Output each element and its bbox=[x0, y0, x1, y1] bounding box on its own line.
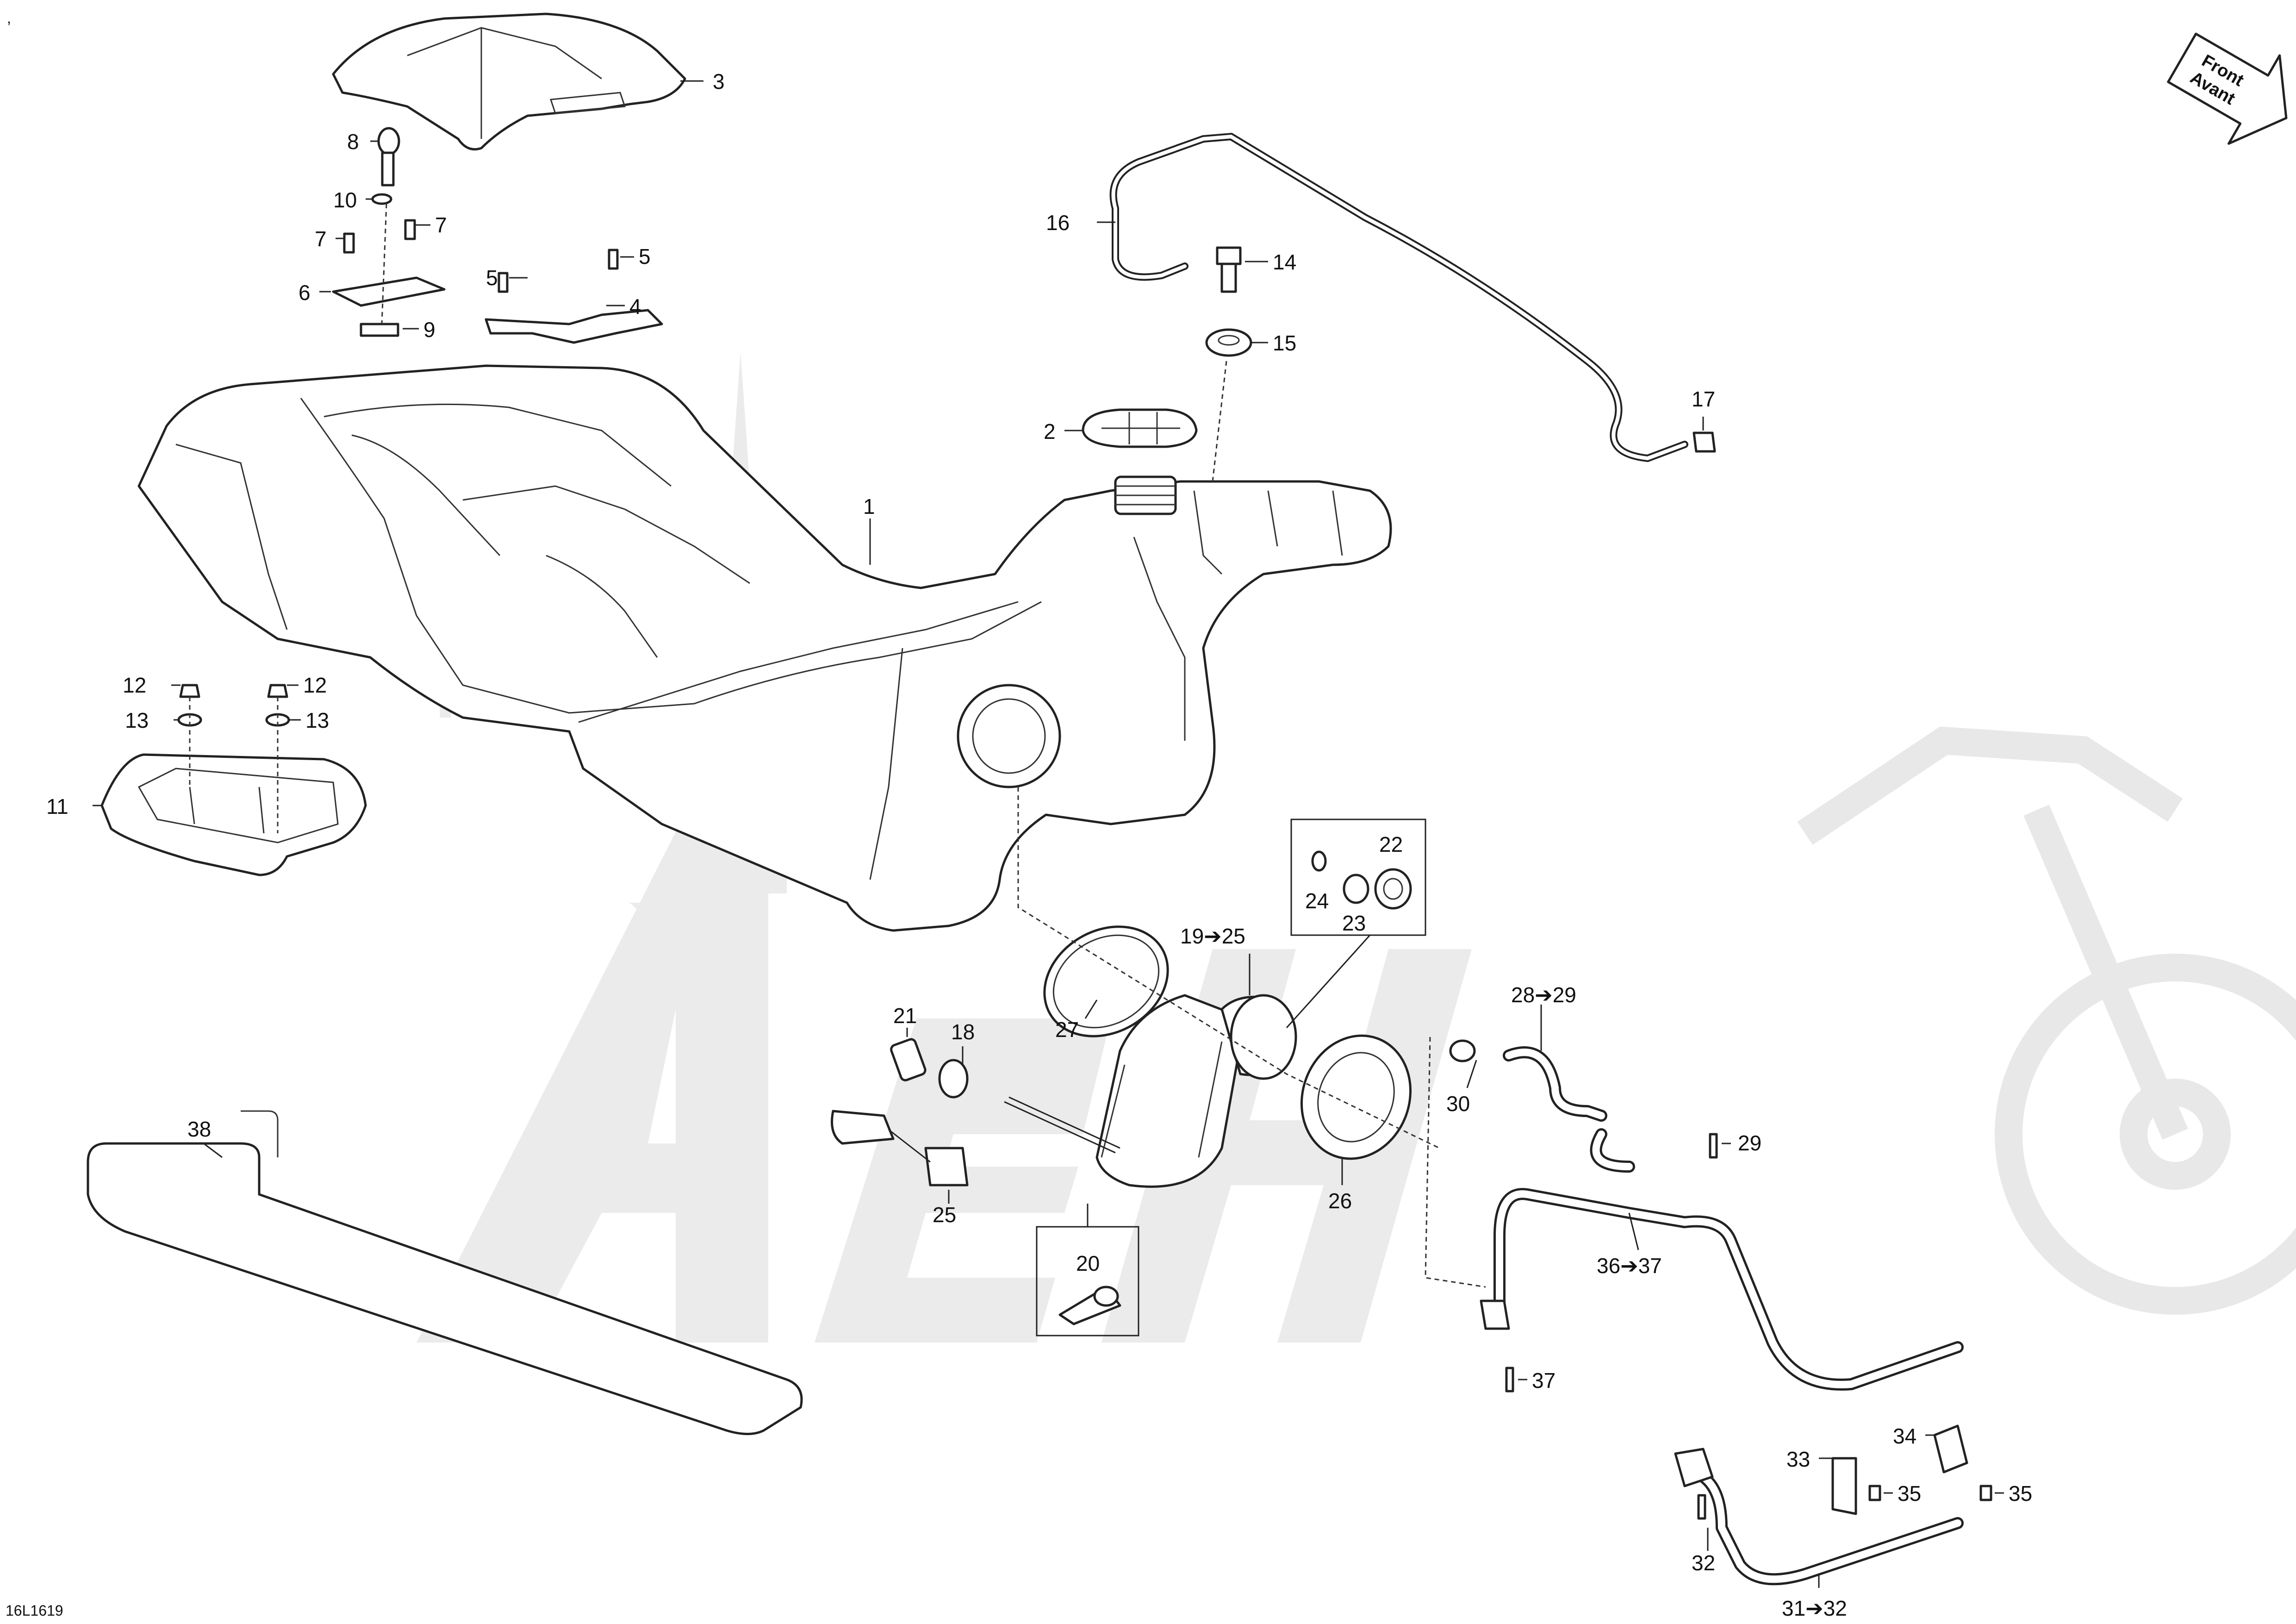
fuel-tank bbox=[137, 364, 1392, 932]
callout-32: 32 bbox=[1692, 1551, 1715, 1575]
filter-box bbox=[1036, 1204, 1139, 1337]
callout-1: 1 bbox=[863, 494, 875, 518]
callout-35a: 35 bbox=[1898, 1481, 1921, 1505]
callout-12b: 12 bbox=[303, 673, 327, 697]
leader-lines bbox=[93, 80, 2004, 1588]
callout-12a: 12 bbox=[123, 673, 146, 697]
callout-10: 10 bbox=[333, 188, 357, 212]
callout-37: 37 bbox=[1532, 1368, 1556, 1393]
callout-36-37: 36➔37 bbox=[1597, 1254, 1662, 1278]
callout-14: 14 bbox=[1273, 250, 1296, 274]
callout-13a: 13 bbox=[125, 708, 149, 732]
vent-system bbox=[1109, 132, 1716, 482]
callout-34: 34 bbox=[1893, 1424, 1916, 1448]
fuel-pump-module bbox=[831, 787, 1440, 1188]
callout-27: 27 bbox=[1055, 1018, 1079, 1042]
callout-9: 9 bbox=[423, 318, 436, 342]
hardware-left bbox=[177, 127, 663, 727]
corner-mark: , bbox=[7, 10, 11, 26]
callout-7a: 7 bbox=[315, 227, 327, 251]
callout-8: 8 bbox=[347, 130, 359, 154]
callout-30: 30 bbox=[1446, 1092, 1470, 1116]
callout-20: 20 bbox=[1076, 1251, 1100, 1275]
callout-15: 15 bbox=[1273, 331, 1296, 355]
callout-26: 26 bbox=[1328, 1189, 1352, 1213]
callout-35b: 35 bbox=[2009, 1481, 2032, 1505]
callout-5a: 5 bbox=[486, 266, 498, 290]
fuel-lines bbox=[1425, 1037, 1992, 1586]
fuel-cap bbox=[1082, 408, 1198, 448]
callout-6: 6 bbox=[299, 281, 311, 305]
callout-29: 29 bbox=[1738, 1131, 1761, 1155]
callout-4: 4 bbox=[629, 294, 641, 319]
figure-id: 16L1619 bbox=[6, 1602, 63, 1619]
front-arrow: Front Avant bbox=[2167, 32, 2288, 145]
callout-5b: 5 bbox=[639, 244, 651, 269]
seal-kit-box bbox=[1286, 818, 1426, 1029]
top-cover bbox=[332, 12, 686, 150]
callout-24: 24 bbox=[1305, 889, 1329, 913]
callout-17: 17 bbox=[1692, 387, 1715, 411]
callout-18: 18 bbox=[951, 1020, 975, 1044]
callout-22: 22 bbox=[1379, 832, 1403, 856]
callout-25: 25 bbox=[933, 1203, 956, 1227]
callout-23: 23 bbox=[1342, 911, 1366, 935]
callout-13b: 13 bbox=[305, 708, 329, 732]
callout-16: 16 bbox=[1046, 211, 1070, 235]
callout-labels: 3 1 2 4 5 5 6 7 7 8 9 10 11 12 12 13 13 … bbox=[46, 69, 2032, 1620]
callout-2: 2 bbox=[1044, 419, 1056, 443]
foam-pad bbox=[87, 1110, 803, 1435]
callout-21: 21 bbox=[893, 1004, 917, 1028]
callout-33: 33 bbox=[1786, 1447, 1810, 1471]
tray-bracket bbox=[100, 753, 367, 876]
callout-11: 11 bbox=[46, 794, 68, 818]
callout-38: 38 bbox=[187, 1117, 211, 1141]
callout-31-32: 31➔32 bbox=[1782, 1596, 1847, 1620]
callout-3: 3 bbox=[713, 69, 725, 94]
callout-28-29: 28➔29 bbox=[1511, 983, 1576, 1007]
callout-7b: 7 bbox=[435, 213, 447, 237]
callout-19-25: 19➔25 bbox=[1180, 924, 1245, 948]
